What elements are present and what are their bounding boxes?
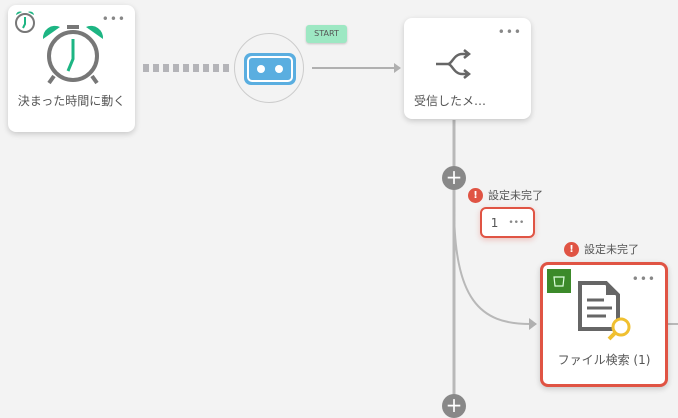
add-step-button[interactable]: + <box>442 394 466 418</box>
document-search-icon <box>578 281 631 341</box>
node-label: ファイル検索 (1) <box>557 353 651 367</box>
branch-split-icon <box>436 49 472 79</box>
add-step-button[interactable]: + <box>442 166 466 190</box>
node-menu-button[interactable]: ••• <box>101 12 126 26</box>
step-node-1[interactable]: 1 ••• <box>480 207 535 238</box>
node-menu-button[interactable]: ••• <box>497 25 522 39</box>
file-search-node[interactable]: ••• ファイル検索 (1) <box>540 262 668 387</box>
storage-bucket-icon <box>547 269 571 293</box>
error-icon: ! <box>468 187 483 203</box>
start-badge: START <box>306 25 347 43</box>
timer-trigger-node[interactable]: ••• 決まった時間に動く <box>8 5 135 132</box>
warning-text: 設定未完了 <box>488 189 543 202</box>
warning-incomplete: ! 設定未完了 <box>564 241 639 257</box>
start-node[interactable] <box>234 33 304 103</box>
node-label: 受信したメ… <box>414 94 487 108</box>
step-number: 1 <box>490 215 499 230</box>
warning-incomplete: ! 設定未完了 <box>468 187 543 203</box>
node-label: 決まった時間に動く <box>17 94 126 108</box>
alarm-clock-icon <box>42 25 104 85</box>
node-menu-button[interactable]: ••• <box>508 217 525 228</box>
error-icon: ! <box>564 241 579 257</box>
robot-icon <box>244 53 296 85</box>
small-clock-icon <box>15 11 35 33</box>
warning-text: 設定未完了 <box>584 243 639 256</box>
node-menu-button[interactable]: ••• <box>631 272 656 286</box>
branch-node[interactable]: ••• 受信したメ… <box>404 18 531 119</box>
